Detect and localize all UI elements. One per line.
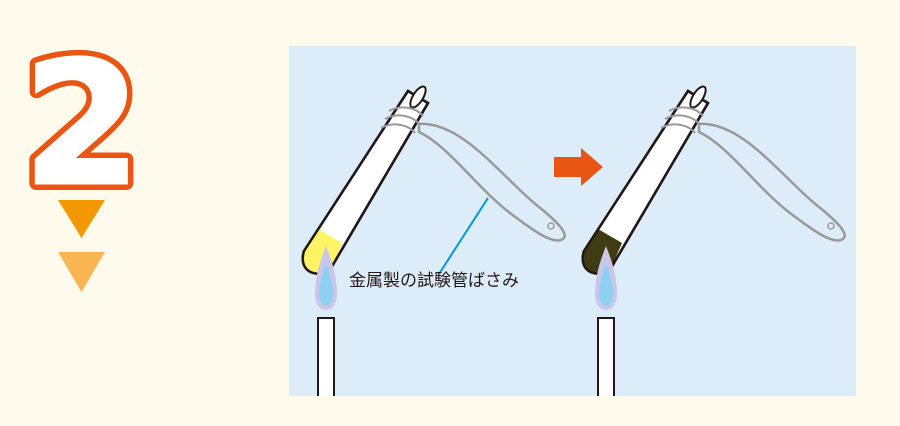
experiment-drawing	[301, 85, 846, 396]
down-triangle-icon	[58, 200, 105, 238]
clamp-label: 金属製の試験管ばさみ	[349, 271, 519, 291]
clamp-handle-after	[697, 122, 846, 242]
test-tube-after	[581, 85, 846, 396]
clamp-handle	[417, 122, 566, 242]
experiment-illustration: 金属製の試験管ばさみ	[289, 46, 856, 396]
liquid-after	[582, 229, 622, 274]
liquid-before	[302, 229, 342, 274]
label-leader-line	[438, 197, 489, 275]
down-triangle-icon	[58, 252, 105, 292]
test-tube-before	[301, 85, 566, 396]
step-number-inner: 2	[23, 48, 141, 198]
step-number-badge: 2 2	[22, 48, 142, 198]
right-arrow-icon	[554, 148, 603, 186]
step-number: 2	[23, 48, 141, 198]
flow-arrows	[58, 200, 105, 292]
